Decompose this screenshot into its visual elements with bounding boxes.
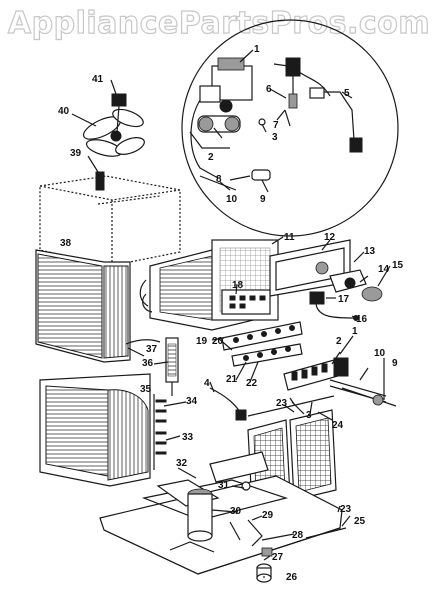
callout-32: 32 [176,458,188,469]
callout-34: 34 [186,396,198,407]
callout-2-terminal: 2 [336,336,342,347]
leader-lines [71,49,391,578]
callout-23-base: 23 [340,504,352,515]
condenser-coil [35,249,131,363]
callout-29: 29 [262,510,274,521]
callout-19: 19 [196,336,208,347]
callout-39: 39 [70,148,82,159]
evaporator-coil [139,239,279,331]
callout-4: 4 [204,378,210,389]
callout-27: 27 [272,552,284,563]
callout-20: 20 [212,336,224,347]
burner-assembly [269,239,383,302]
callout-1-terminal: 1 [352,326,358,337]
callout-11: 11 [284,232,295,243]
callout-10: 10 [226,194,238,205]
callout-25: 25 [354,516,366,527]
callout-22: 22 [246,378,258,389]
callout-17: 17 [338,294,350,305]
motor-bracket [95,171,105,191]
callout-40: 40 [58,106,70,117]
callout-33: 33 [182,432,194,443]
callout-14: 14 [378,264,390,275]
callout-labels: 1 2 3 4 5 6 7 8 9 10 11 12 13 14 15 16 1… [58,44,404,583]
callout-13: 13 [364,246,376,257]
callout-26: 26 [286,572,298,583]
callout-28: 28 [292,530,304,541]
callout-36: 36 [142,358,154,369]
callout-3: 3 [272,132,278,143]
callout-18: 18 [232,280,244,291]
callout-12: 12 [324,232,336,243]
outdoor-coil [39,373,151,487]
control-board [221,289,303,367]
callout-30: 30 [230,506,242,517]
compressor-assembly [169,481,347,583]
callout-6: 6 [266,84,272,95]
callout-9: 9 [260,194,266,205]
callout-37: 37 [146,344,158,355]
watermark-logo: AppliancePartsPros.com [7,5,431,41]
thermostat-assembly [125,337,179,396]
cabinet-housing [39,175,181,267]
callout-38: 38 [60,238,72,249]
callout-16: 16 [356,314,368,325]
fan-blade-assembly [82,93,145,157]
gas-valve-detail [181,19,399,237]
callout-9-terminal: 9 [392,358,398,369]
callout-5: 5 [344,88,350,99]
callout-23: 23 [276,398,288,409]
callout-7: 7 [273,120,279,131]
callout-1: 1 [254,44,260,55]
callout-10-terminal: 10 [374,348,386,359]
callout-15: 15 [392,260,404,271]
side-brackets [153,394,167,470]
callout-3-terminal: 3 [306,410,312,421]
callout-8: 8 [216,174,222,185]
callout-35: 35 [140,384,152,395]
limit-switch [309,291,359,321]
callout-21: 21 [226,374,238,385]
callout-41: 41 [92,74,104,85]
callout-31: 31 [218,480,230,491]
callout-2: 2 [208,152,214,163]
callout-24: 24 [332,420,344,431]
terminal-block [283,357,397,407]
harness-plug [235,409,247,421]
